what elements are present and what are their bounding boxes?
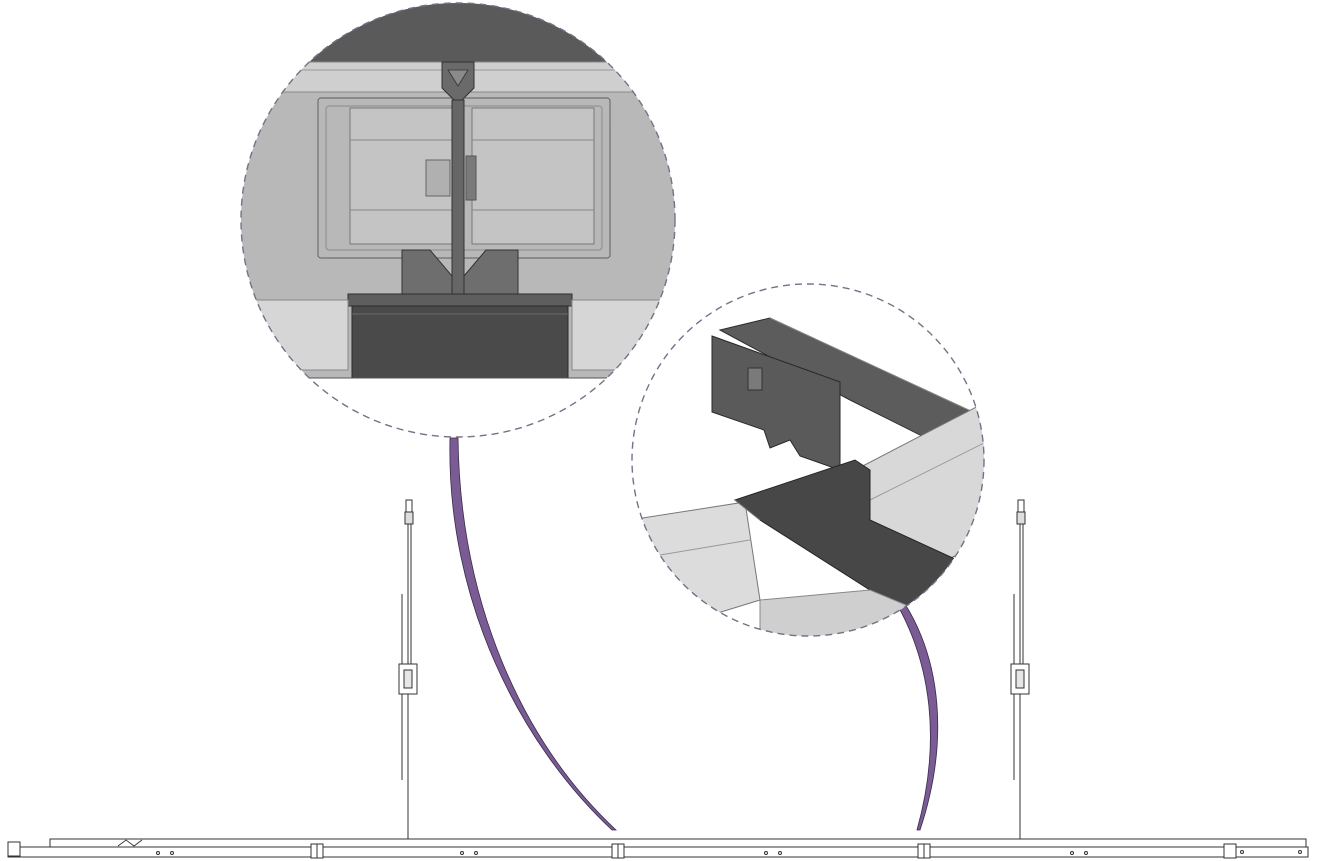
leader-line-corner xyxy=(897,603,939,831)
hanger-right xyxy=(1010,499,1030,840)
main-runner-rail xyxy=(7,838,1309,859)
detail-circle-corner-border xyxy=(631,283,985,637)
detail-circle-top xyxy=(241,3,675,437)
leader-line-top xyxy=(449,437,618,831)
detail-circle-top-border xyxy=(240,2,676,438)
detail-circle-corner xyxy=(632,284,984,636)
hanger-left xyxy=(398,499,418,840)
